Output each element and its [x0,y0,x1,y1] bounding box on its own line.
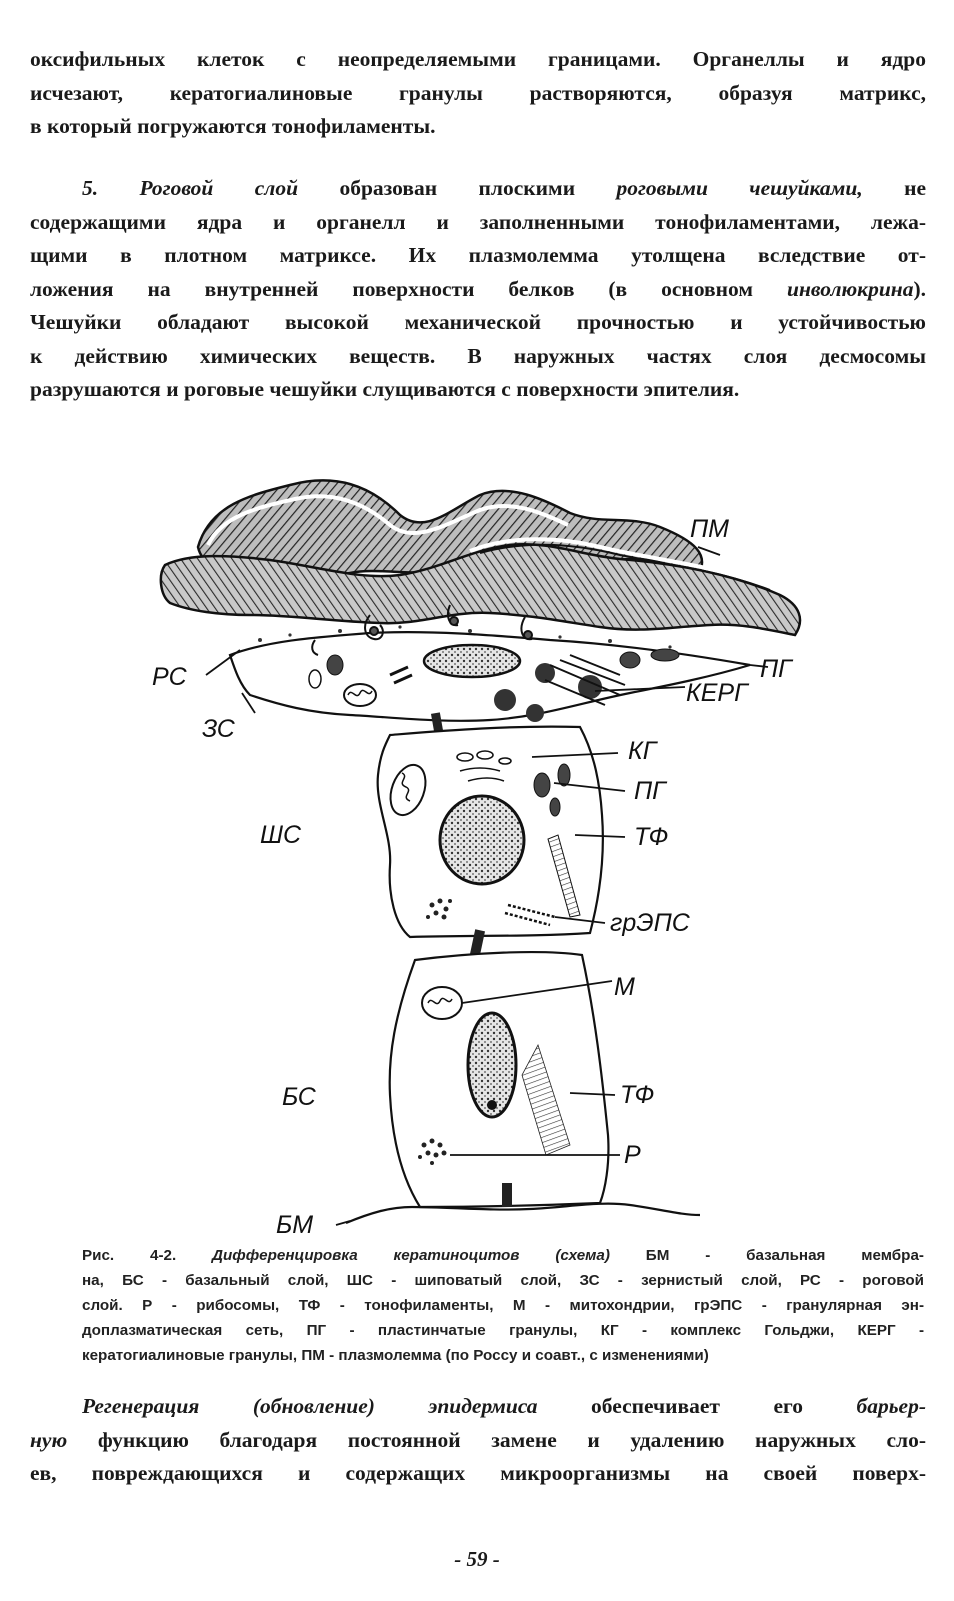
label-plasmalemma: ПМ [690,515,729,543]
text-fragment: функцию благодаря постоянной замене и уд… [97,1427,926,1452]
label-mitochondria: М [614,973,635,1001]
text-line: ную функцию благодаря постоянной замене … [30,1424,926,1458]
text-line: к действию химических веществ. В наружны… [30,343,926,368]
text-line: содержащими ядра и органелл и заполненны… [30,209,926,234]
text-fragment: не [904,176,927,200]
basal-nucleus [466,1011,518,1119]
text-line: в который погружаются тонофиламенты. [30,114,436,138]
text-line: оксифильных клеток с неопределяемыми гра… [30,47,926,71]
top-paragraph: оксифильных клеток с неопределяемыми гра… [30,43,926,144]
spinous-nucleus [438,794,526,886]
plasmalemma-line [479,543,771,591]
term-regeneration: Регенерация (обновление) эпидермиса [82,1394,538,1418]
ribosome-cluster [426,898,452,920]
text-line: Регенерация (обновление) эпидермиса обес… [30,1390,926,1424]
hemidesmosome [502,1183,512,1207]
label-keratohyalin: КЕРГ [686,679,750,707]
label-golgi: КГ [628,737,659,765]
caption-line: на, БС - базальный слой, ШС - шиповатый … [82,1272,924,1289]
label-basement-membrane: БМ [276,1211,313,1239]
label-lamellar-granules-mid: ПГ [634,777,668,805]
term-horny-layer: Роговой слой [139,176,299,200]
desmosome-hooks [311,604,533,656]
rough-er [504,903,556,927]
label-spinous-layer: ШС [260,821,302,849]
caption-line: доплазматическая сеть, ПГ - пластинчатые… [82,1322,924,1339]
caption-line: слой. Р - рибосомы, ТФ - тонофиламенты, … [82,1297,924,1314]
basement-membrane [345,1202,701,1225]
text-fragment: образован плоскими [339,176,576,200]
caption-title: Дифференцировка кератиноцитов (схема) [212,1247,610,1264]
italic-term: барьер- [856,1394,926,1418]
horny-scale-lower-rim [469,537,761,585]
label-horny-layer: РС [152,663,188,691]
basal-ribosomes [418,1138,447,1165]
golgi-complex [456,750,512,782]
caption-line: кератогиалиновые гранулы, ПМ - плазмолем… [82,1347,709,1364]
text-line: щими в плотном матриксе. Их плазмолемма … [30,243,926,267]
label-lamellar-granules-top: ПГ [760,655,794,683]
label-granular-layer: ЗС [202,715,236,743]
desmosome [468,929,486,961]
italic-term: инволюкрина [787,276,914,301]
label-basal-layer: БС [282,1083,317,1111]
keratohyalin-granule [422,643,522,679]
regeneration-paragraph: Регенерация (обновление) эпидермиса обес… [30,1390,926,1491]
text-line: исчезают, кератогиалиновые гранулы раств… [30,80,926,105]
label-tonofilaments-low: ТФ [620,1081,654,1109]
italic-term: ную [30,1427,68,1452]
text-line: 5. Роговой слой образован плоскими рогов… [30,172,926,206]
text-line: ложения на внутренней поверхности белков… [30,273,926,307]
figure-caption: Рис. 4-2. Дифференцировка кератиноцитов … [82,1243,924,1368]
text-fragment: обеспечивает его [591,1394,803,1418]
caption-text: БМ - базальная мембра- [645,1247,924,1264]
label-rough-er: грЭПС [610,909,691,937]
text-fragment: ). [913,276,927,301]
page-number: - 59 - [454,1547,500,1571]
text-line: разрушаются и роговые чешуйки слущиваютс… [30,377,740,401]
horny-scale-upper-rim [206,494,569,546]
text-line: ев, повреждающихся и содержащих микроорг… [30,1461,926,1485]
label-ribosomes: Р [624,1141,641,1169]
horny-scale-lower [159,543,802,637]
caption-line: Рис. 4-2. Дифференцировка кератиноцитов … [82,1243,924,1268]
text-line: Чешуйки обладают высокой механической пр… [30,310,926,334]
keratinocyte-diagram: ПМ РС ПГ КЕРГ ЗС КГ ПГ ТФ ШС грЭПС М БС … [152,479,802,1239]
caption-prefix: Рис. 4-2. [82,1247,177,1264]
label-tonofilaments-mid: ТФ [634,823,668,851]
mitochondrion [343,683,377,707]
text-fragment: ложения на внутренней поверхности белков… [30,276,754,301]
layer5-paragraph: 5. Роговой слой образован плоскими рогов… [30,172,926,407]
lamellar-granules-row [258,625,672,649]
leader-lines [205,546,769,1226]
tonofilament-bundle [547,834,581,918]
italic-term: роговыми чешуйками, [616,176,863,200]
item-number: 5. [82,176,99,200]
